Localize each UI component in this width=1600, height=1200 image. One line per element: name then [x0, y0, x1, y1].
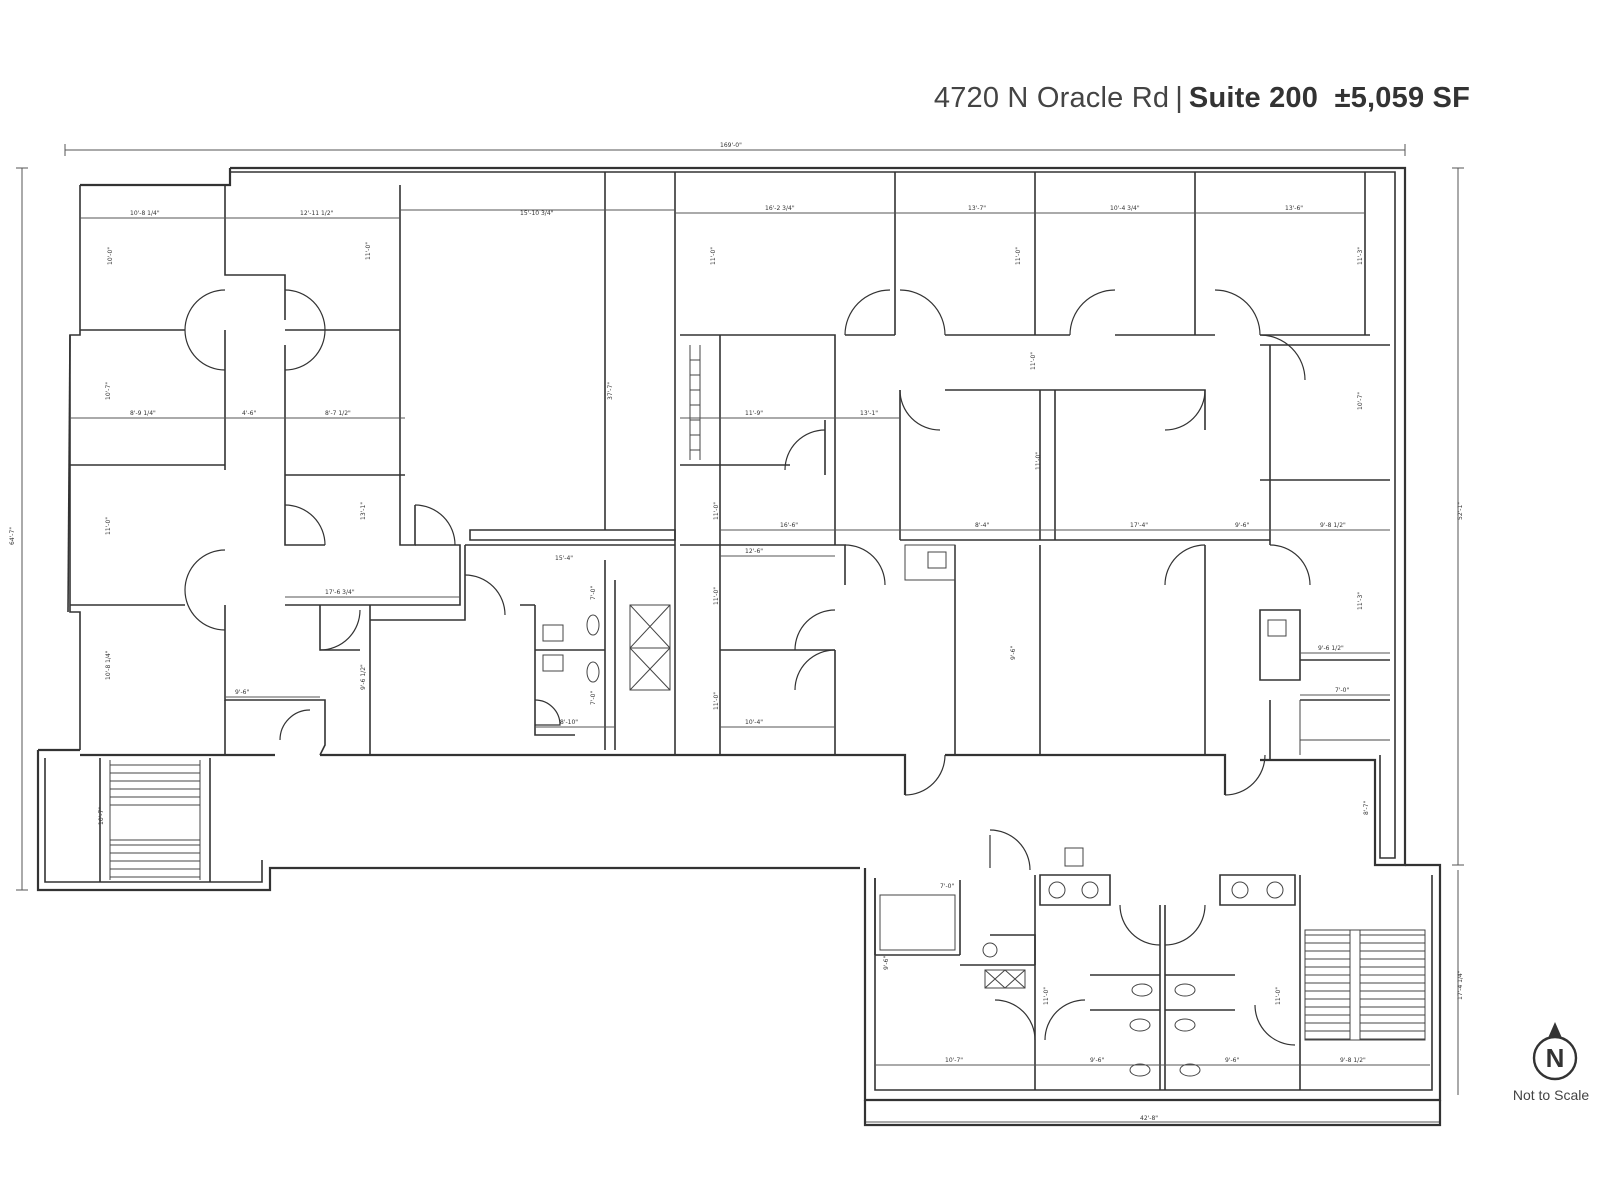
north-arrow: N Not to Scale	[1513, 1022, 1589, 1103]
room-label-28: 9'-6"	[235, 689, 249, 696]
compass-letter: N	[1546, 1043, 1565, 1073]
room-label-25b: 11'-0"	[713, 502, 720, 520]
lw-label-7: 11'-0"	[1043, 987, 1050, 1005]
lower-wing-height-label: 17'-4 1/4"	[1457, 970, 1464, 1000]
restroom-width-label: 8'-10"	[560, 719, 578, 726]
restroom-dim-label: 7'-0"	[590, 586, 597, 600]
room-label-17: 11'-9"	[745, 410, 763, 417]
room-label-19b: 11'-0"	[1035, 452, 1042, 470]
lower-wing: 9'-6" 7'-0" 10'-7" 9'-6" 9'-6" 9'-8 1/2"…	[863, 829, 1442, 1127]
room-label-21: 13'-1"	[360, 502, 367, 520]
room-label-22: 16'-6"	[780, 522, 798, 529]
area-label: ±5,059 SF	[1334, 82, 1470, 114]
room-label-30c: 11'-0"	[713, 692, 720, 710]
room-label-5: 13'-7"	[968, 205, 986, 212]
room-label-31: 10'-4"	[745, 719, 763, 726]
room-label-33: 7'-0"	[1335, 687, 1349, 694]
stair-left: 10'-7"	[98, 760, 201, 880]
room-label-9: 11'-0"	[365, 242, 372, 260]
room-label-4: 16'-2 3/4"	[765, 205, 795, 212]
north-arrow-icon	[1548, 1022, 1562, 1038]
floor-plan-title: 4720 N Oracle Rd|Suite 200 ±5,059 SF	[934, 82, 1470, 115]
room-label-23: 8'-4"	[975, 522, 989, 529]
room-label-26: 17'-6 3/4"	[325, 589, 355, 596]
not-to-scale-label: Not to Scale	[1513, 1087, 1589, 1103]
lw-label-4: 9'-6"	[1090, 1057, 1104, 1064]
overall-width-label: 169'-0"	[720, 142, 742, 149]
room-label-6: 10'-4 3/4"	[1110, 205, 1140, 212]
room-label-19: 10'-7"	[105, 382, 112, 400]
room-label-3: 15'-10 3/4"	[520, 210, 554, 217]
overall-height-right-label: 52'-1"	[1457, 502, 1464, 520]
room-label-25: 9'-8 1/2"	[1320, 522, 1346, 529]
right-offices: 16'-2 3/4" 13'-7" 10'-4 3/4" 13'-6" 11'-…	[675, 172, 1390, 796]
left-offices: 10'-8 1/4" 12'-11 1/2" 10'-0" 11'-0" 8'-…	[70, 185, 461, 756]
title-separator: |	[1175, 82, 1183, 114]
exterior-walls	[36, 166, 1407, 892]
restroom-dim-label-2: 7'-0"	[590, 691, 597, 705]
room-label-11: 11'-0"	[1015, 247, 1022, 265]
corridor-width-label: 8'-7"	[1363, 801, 1370, 815]
lw-label-3: 10'-7"	[945, 1057, 963, 1064]
room-label-31b: 9'-6"	[1010, 646, 1017, 660]
stair-left-label: 10'-7"	[98, 807, 105, 825]
room-label-30b: 11'-0"	[713, 587, 720, 605]
room-label-31c: 11'-3"	[1357, 592, 1364, 610]
long-room-label: 37'-7"	[607, 382, 614, 400]
lw-label-6: 9'-8 1/2"	[1340, 1057, 1366, 1064]
room-label-29: 9'-6 1/2"	[360, 664, 367, 690]
lower-wing-width-label: 42'-8"	[1140, 1115, 1158, 1122]
address-text: 4720 N Oracle Rd	[933, 82, 1170, 114]
room-label-27: 10'-8 1/4"	[105, 650, 112, 680]
room-label-32: 9'-6 1/2"	[1318, 645, 1344, 652]
room-label-15: 4'-6"	[242, 410, 256, 417]
room-label-24b: 9'-6"	[1235, 522, 1249, 529]
room-label-19c: 10'-7"	[1357, 392, 1364, 410]
room-label-10: 11'-0"	[710, 247, 717, 265]
room-label-18: 13'-1"	[860, 410, 878, 417]
room-label-7: 13'-6"	[1285, 205, 1303, 212]
room-label-24: 17'-4"	[1130, 522, 1148, 529]
room-label-20: 11'-0"	[105, 517, 112, 535]
center-core: 37'-7" 15'-10 3/4" 15'-4" 7'-0" 7'-0" 8'…	[370, 172, 676, 755]
suite-label: Suite 200	[1188, 82, 1319, 114]
room-label-12: 11'-3"	[1357, 247, 1364, 265]
room-label-8: 10'-0"	[107, 247, 114, 265]
lw-label-1: 9'-6"	[883, 956, 890, 970]
overall-height-left-label: 64'-7"	[9, 527, 16, 545]
room-label-13: 11'-0"	[1030, 352, 1037, 370]
overall-dimensions: 169'-0" 64'-7" 52'-1" 42'-8" 17'-4 1/4" …	[9, 142, 1464, 1123]
room-label-14: 8'-9 1/4"	[130, 410, 156, 417]
lw-label-5: 9'-6"	[1225, 1057, 1239, 1064]
room-label-30: 12'-6"	[745, 548, 763, 555]
lw-label-2: 7'-0"	[940, 883, 954, 890]
lw-label-8: 11'-0"	[1275, 987, 1282, 1005]
room-label-1: 10'-8 1/4"	[130, 210, 160, 217]
room-label-16: 8'-7 1/2"	[325, 410, 351, 417]
restroom-label: 15'-4"	[555, 555, 573, 562]
room-label-2: 12'-11 1/2"	[300, 210, 334, 217]
